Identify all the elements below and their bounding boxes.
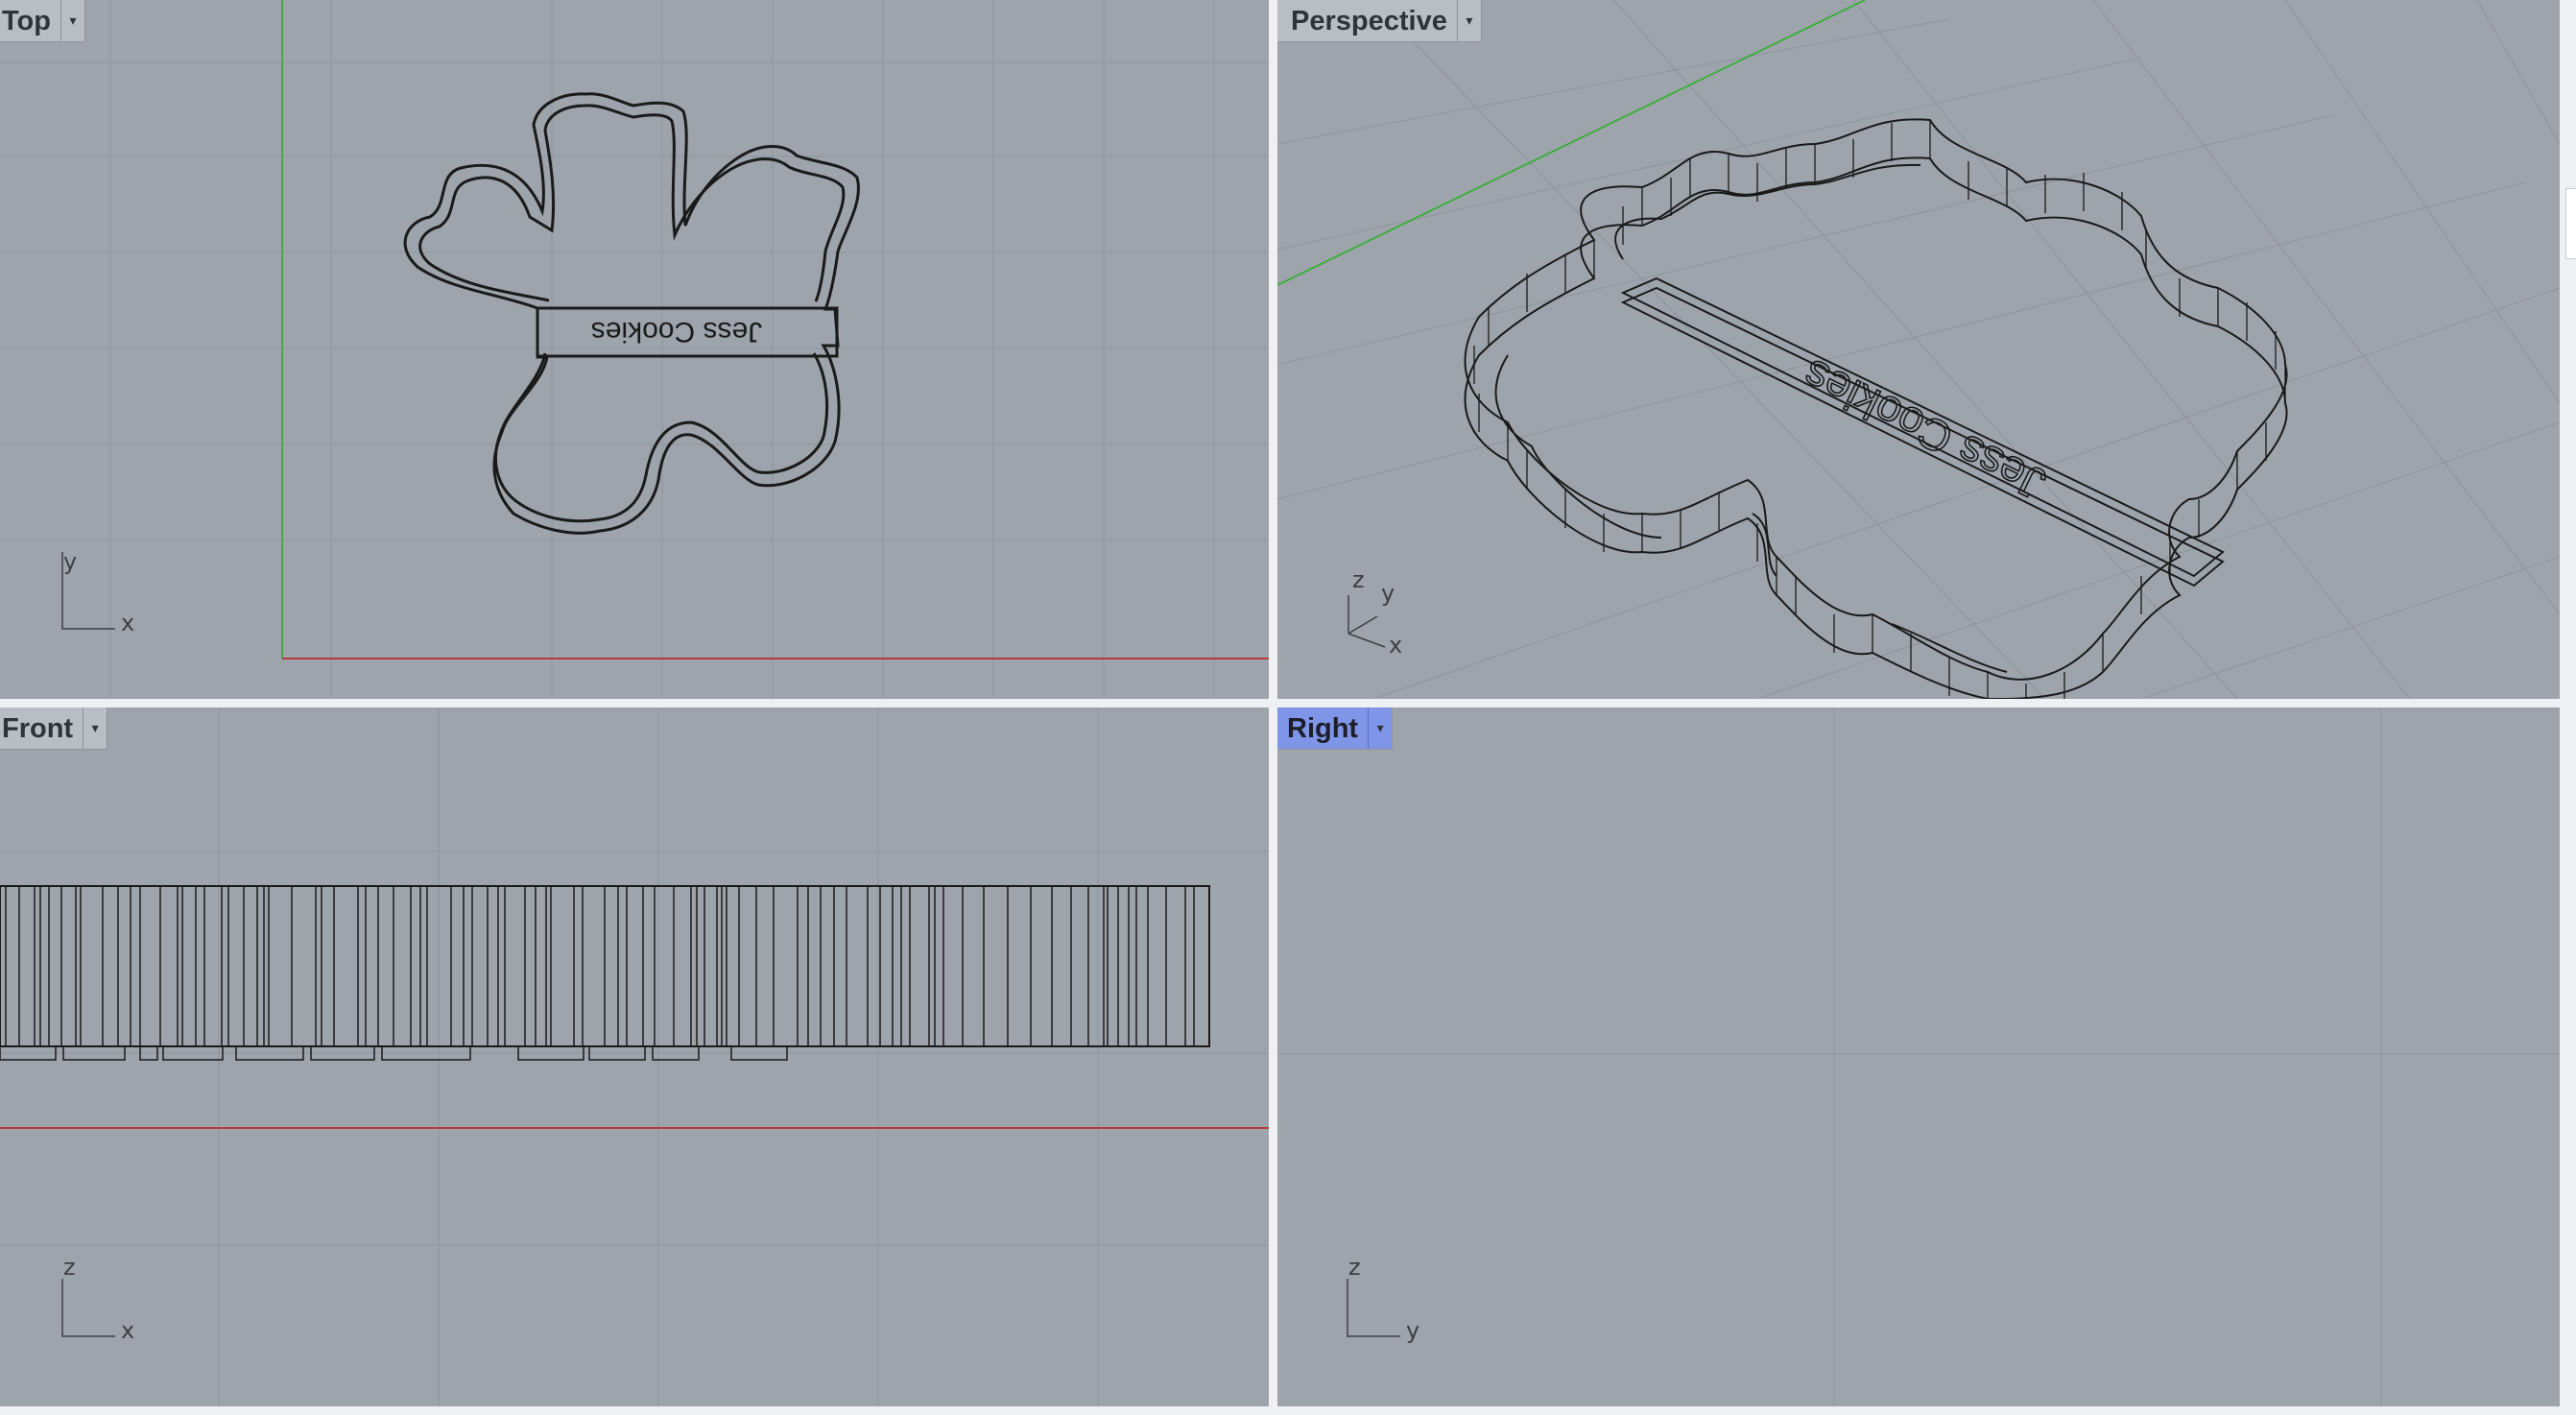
axis-label-y: y [1406, 1317, 1420, 1344]
viewport-top[interactable]: Jess Cookies Top ▾ y x [0, 0, 1269, 699]
embossed-text-persp: Jess Cookies [1795, 349, 2053, 510]
axis-indicator-perspective: z y x [1339, 566, 1435, 662]
axis-indicator-right: z y [1343, 1254, 1429, 1346]
chevron-down-icon[interactable]: ▾ [60, 0, 84, 41]
axis-label-z: z [1352, 566, 1365, 593]
name-bar-persp [1620, 276, 2225, 588]
axis-indicator-front: z x [58, 1254, 144, 1346]
axis-label-z: z [1348, 1254, 1361, 1281]
chevron-down-icon[interactable]: ▾ [1456, 0, 1481, 41]
right-grid [1277, 708, 2560, 1406]
cutter-wall-lines-front [5, 886, 1195, 1046]
right-panel-edge [2560, 0, 2576, 1415]
axis-label-y: y [63, 548, 78, 575]
panel-handle[interactable] [2565, 188, 2576, 259]
viewport-title-front[interactable]: Front [2, 713, 74, 744]
top-grid: Jess Cookies [0, 0, 1269, 699]
cutter-base-tabs-front [0, 1045, 788, 1061]
viewport-title-perspective[interactable]: Perspective [1291, 6, 1447, 36]
viewport-title-right[interactable]: Right [1287, 713, 1359, 744]
front-grid [0, 708, 1269, 1406]
axis-label-z: z [63, 1254, 76, 1281]
cutter-wall-segments-persp [1473, 120, 2286, 699]
perspective-grid: Jess Cookies [1277, 0, 2560, 699]
y-axis-line-persp [1277, 0, 1866, 286]
embossed-text-top: Jess Cookies [591, 316, 762, 348]
viewport-tab-right[interactable]: Right ▾ [1277, 708, 1394, 750]
axis-label-y: y [1381, 580, 1395, 607]
viewport-right[interactable]: Right ▾ z y [1277, 708, 2560, 1406]
viewport-title-top[interactable]: Top [2, 6, 51, 36]
viewport-tab-perspective[interactable]: Perspective ▾ [1277, 0, 1482, 42]
chevron-down-icon[interactable]: ▾ [83, 708, 107, 749]
viewport-tab-top[interactable]: Top ▾ [0, 0, 85, 42]
axis-label-x: x [121, 1317, 135, 1344]
axis-indicator-top: y x [58, 548, 144, 638]
cutter-outline-top [403, 92, 860, 535]
axis-label-x: x [121, 610, 135, 636]
viewport-tab-front[interactable]: Front ▾ [0, 708, 108, 750]
chevron-down-icon[interactable]: ▾ [1368, 708, 1392, 749]
viewport-front[interactable]: Front ▾ z x [0, 708, 1269, 1406]
viewport-perspective[interactable]: Jess Cookies Perspective ▾ z y x [1277, 0, 2560, 699]
axis-label-x: x [1389, 632, 1403, 659]
